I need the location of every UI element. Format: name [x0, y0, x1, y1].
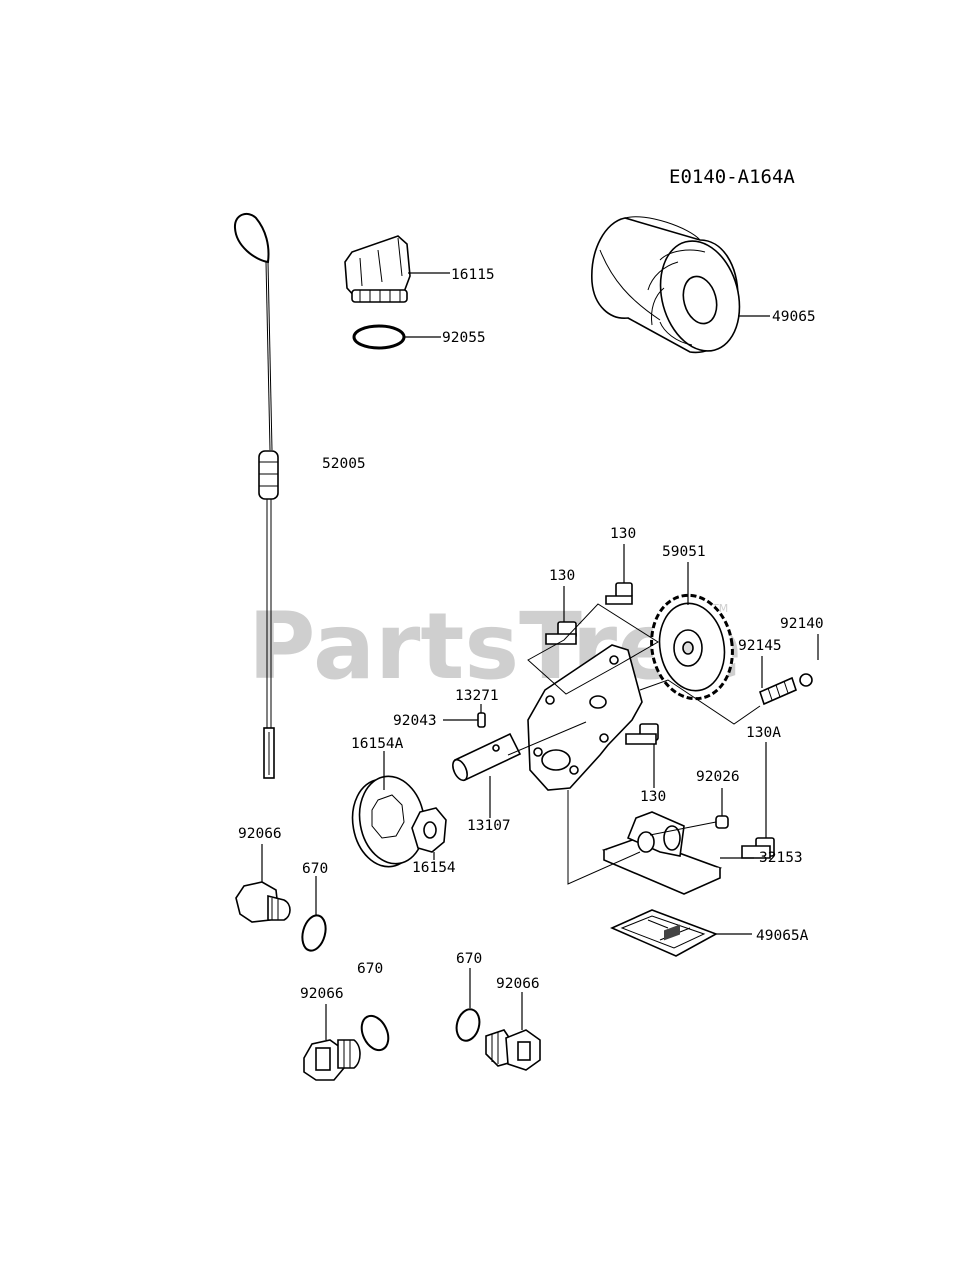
label-49065A: 49065A — [756, 928, 809, 944]
label-92055: 92055 — [442, 330, 486, 346]
label-52005: 52005 — [322, 456, 366, 472]
label-16154: 16154 — [412, 860, 456, 876]
part-drain-plug-c[interactable] — [485, 1029, 541, 1071]
label-130-left: 130 — [549, 568, 575, 584]
part-strainer-screen[interactable] — [610, 909, 718, 957]
part-bolt-130-bottom[interactable] — [625, 723, 659, 745]
part-o-ring-92055[interactable] — [352, 324, 406, 350]
part-pin-92043[interactable] — [477, 712, 486, 728]
part-bolt-130-left[interactable] — [545, 621, 577, 645]
assembly-guide-lines — [507, 603, 761, 885]
leader-lines — [261, 272, 819, 1040]
part-labels: 16115 92055 49065 52005 130 130 59051 92… — [238, 267, 824, 1002]
label-92026: 92026 — [696, 769, 740, 785]
part-pump-shaft[interactable] — [450, 732, 522, 783]
label-92066-b: 92066 — [300, 986, 344, 1002]
part-relief-ball[interactable] — [799, 673, 813, 687]
part-outer-rotor[interactable] — [346, 771, 431, 872]
part-washer-92026[interactable] — [715, 815, 729, 829]
label-92140: 92140 — [780, 616, 824, 632]
label-130-bottom: 130 — [640, 789, 666, 805]
label-130A: 130A — [746, 725, 781, 741]
label-16154A: 16154A — [351, 736, 404, 752]
diagram-code: E0140-A164A — [669, 166, 795, 188]
label-32153: 32153 — [759, 850, 803, 866]
label-92066-c: 92066 — [496, 976, 540, 992]
label-13271: 13271 — [455, 688, 499, 704]
part-o-ring-670-c[interactable] — [453, 1007, 483, 1044]
part-oil-pump-gear[interactable] — [644, 589, 741, 705]
label-670-c: 670 — [456, 951, 482, 967]
label-92145: 92145 — [738, 638, 782, 654]
part-bolt-130-top[interactable] — [605, 582, 633, 605]
part-inner-rotor[interactable] — [411, 807, 447, 853]
label-16115: 16115 — [451, 267, 495, 283]
label-92066-a: 92066 — [238, 826, 282, 842]
label-670-b: 670 — [357, 961, 383, 977]
part-dipstick[interactable] — [233, 212, 279, 779]
label-130-top: 130 — [610, 526, 636, 542]
part-o-ring-670-b[interactable] — [357, 1012, 394, 1055]
part-drain-plug-b[interactable] — [303, 1039, 361, 1081]
part-o-ring-670-a[interactable] — [299, 913, 330, 953]
part-bolt-130A[interactable] — [741, 837, 775, 859]
label-13107: 13107 — [467, 818, 511, 834]
part-oil-filter[interactable] — [591, 216, 751, 360]
part-oil-filler-cap[interactable] — [344, 235, 411, 303]
part-oil-pump-cover-plate[interactable] — [527, 644, 643, 791]
label-92043: 92043 — [393, 713, 437, 729]
label-59051: 59051 — [662, 544, 706, 560]
part-drain-plug-a[interactable] — [235, 881, 291, 923]
label-670-a: 670 — [302, 861, 328, 877]
part-relief-spring[interactable] — [759, 676, 797, 706]
part-oil-strainer[interactable] — [601, 811, 723, 895]
label-49065: 49065 — [772, 309, 816, 325]
